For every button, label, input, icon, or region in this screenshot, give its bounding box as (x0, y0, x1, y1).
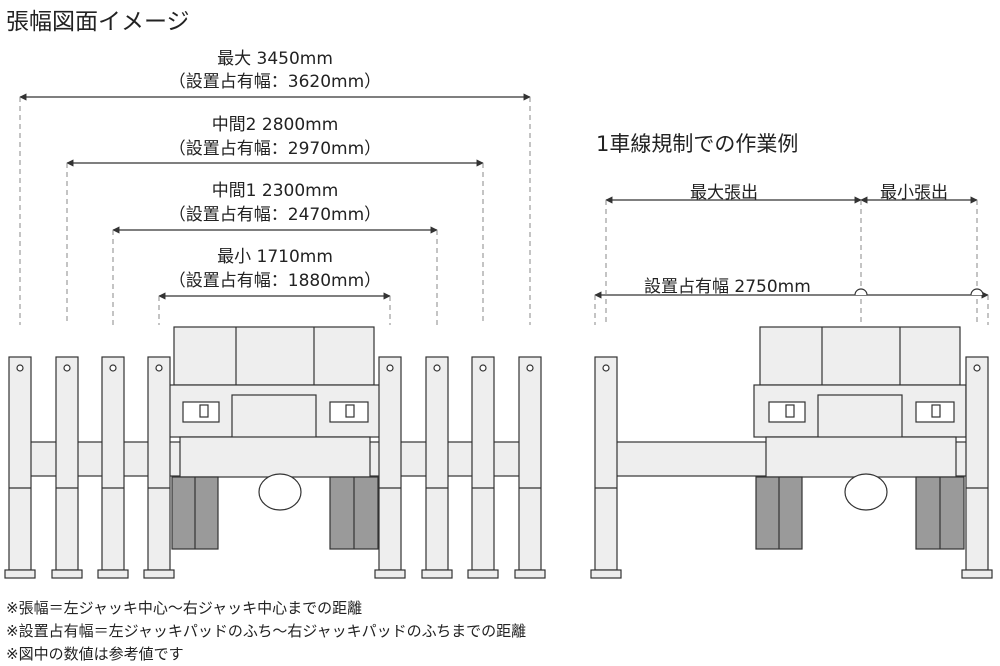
jack-columns-left (4, 356, 546, 579)
note-3: ※図中の数値は参考値です (6, 645, 184, 663)
truck-left (167, 326, 381, 550)
dim-min-occupied: （設置占有幅：1880mm） (168, 271, 382, 291)
example-crossings (854, 288, 984, 296)
dim-mid2-occupied: （設置占有幅：2970mm） (168, 139, 382, 159)
dim-max-occupied: （設置占有幅：3620mm） (168, 72, 382, 92)
page-title: 張幅図面イメージ (6, 9, 190, 35)
dim-mid1-label: 中間1 2300mm (211, 181, 339, 201)
dim-max-label: 最大 3450mm (217, 49, 333, 69)
jack-4 (143, 356, 175, 579)
jack-8 (514, 356, 546, 579)
jack-7 (467, 356, 499, 579)
truck-right (753, 326, 967, 550)
jack-right-1 (590, 356, 622, 579)
note-2: ※設置占有幅＝左ジャッキパッドのふち～右ジャッキパッドのふちまでの距離 (6, 622, 527, 640)
dim-min-label: 最小 1710mm (217, 247, 333, 267)
jack-6 (421, 356, 453, 579)
note-1: ※張幅＝左ジャッキ中心～右ジャッキ中心までの距離 (6, 599, 363, 617)
example-guides (594, 200, 989, 325)
jack-3 (97, 356, 129, 579)
jack-1 (4, 356, 36, 579)
example-title: 1車線規制での作業例 (596, 132, 799, 156)
guide-lines (19, 97, 531, 325)
dim-mid2-label: 中間2 2800mm (211, 115, 339, 135)
jack-right-2 (961, 356, 993, 579)
dim-mid1-occupied: （設置占有幅：2470mm） (168, 205, 382, 225)
jack-columns-right (590, 356, 993, 579)
jack-2 (51, 356, 83, 579)
jack-5 (374, 356, 406, 579)
